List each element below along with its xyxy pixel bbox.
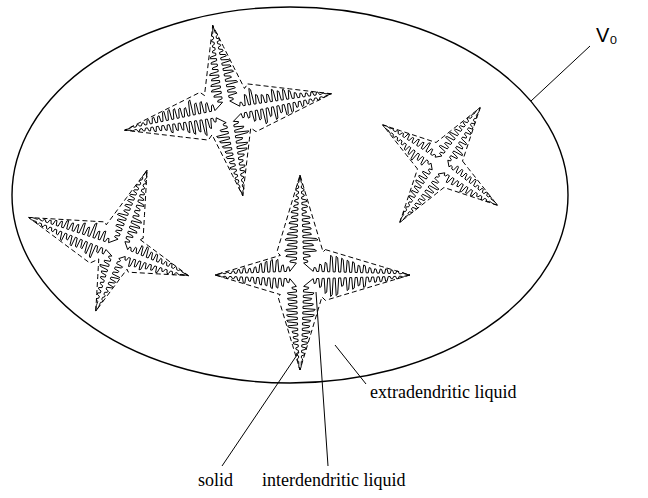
dendrite	[215, 175, 410, 370]
dendrite	[29, 170, 189, 311]
region-label: extradendritic liquid	[370, 382, 516, 403]
dendrite-envelope	[215, 175, 410, 370]
leader-line	[531, 46, 590, 101]
leader-line	[335, 345, 366, 384]
solid-interface	[29, 170, 189, 311]
phase-label: interdendritic liquid	[262, 470, 405, 491]
dendrite-envelope	[125, 25, 332, 195]
dendrite-group	[29, 25, 498, 370]
dendrite	[125, 25, 332, 195]
solid-interface	[215, 175, 410, 370]
dendrite	[383, 108, 498, 223]
volume-label: V₀	[596, 24, 618, 47]
solid-interface	[125, 25, 332, 195]
solid-interface	[383, 108, 498, 223]
dendrite-envelope	[29, 170, 189, 311]
volume-ellipse	[12, 7, 568, 383]
dendrite-envelope	[383, 108, 498, 223]
phase-label: solid	[198, 470, 233, 491]
leader-line	[316, 292, 328, 466]
leader-line	[222, 352, 299, 466]
